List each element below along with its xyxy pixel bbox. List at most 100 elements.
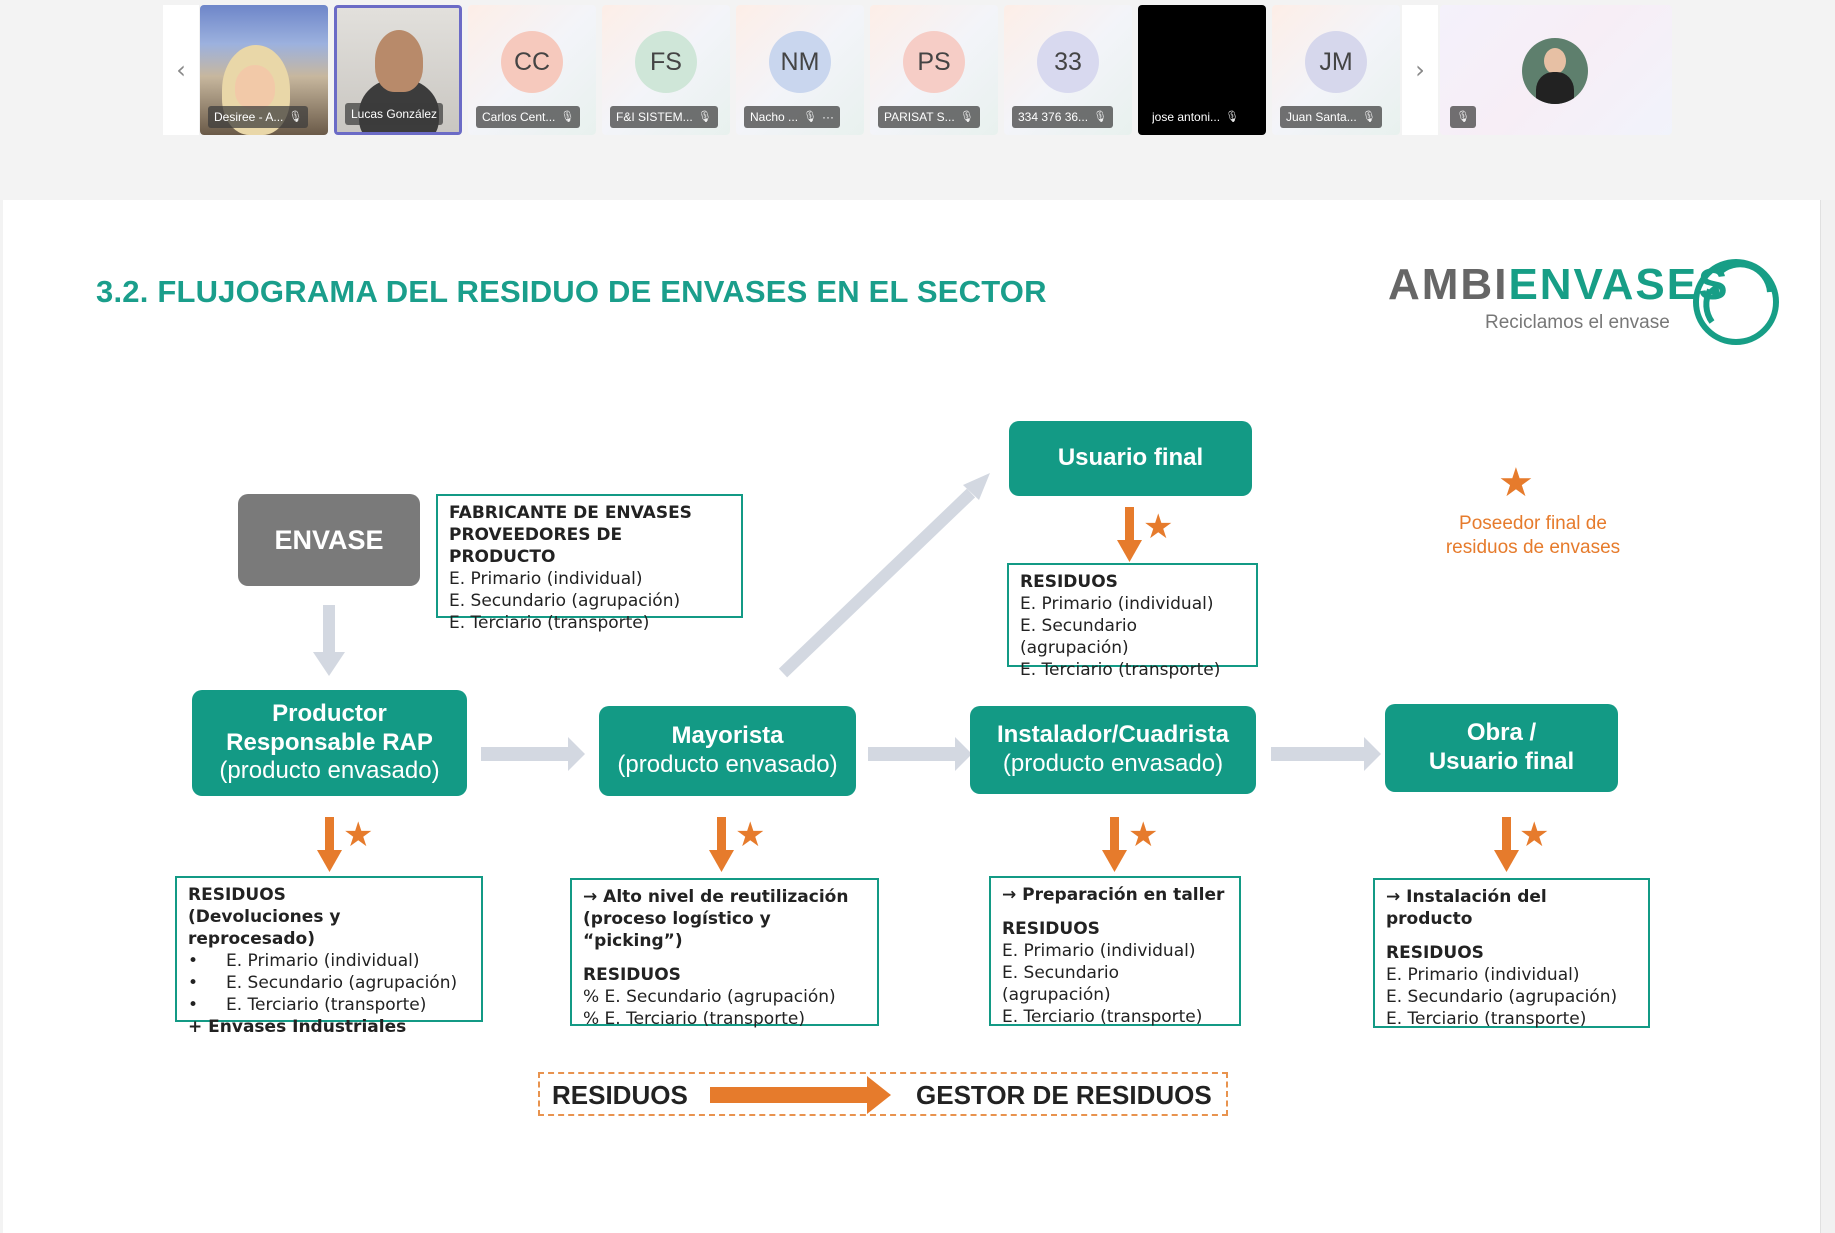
usuario-final-box: Usuario final: [1009, 421, 1252, 496]
avatar: NM: [769, 31, 831, 93]
mic-muted-icon: 🎙: [803, 111, 817, 123]
previous-participants-button[interactable]: ‹: [163, 5, 199, 135]
next-participants-button[interactable]: ›: [1402, 5, 1438, 135]
avatar-face: [1544, 48, 1566, 74]
participant-name: Desiree - A...: [214, 110, 284, 124]
usuario-final-residuos-box: RESIDUOS E. Primario (individual) E. Sec…: [1007, 563, 1258, 680]
participant-tile[interactable]: NM Nacho ... 🎙 ···: [736, 5, 864, 135]
participant-name-chip: Desiree - A... 🎙: [208, 106, 309, 128]
chevron-right-icon: ›: [1415, 56, 1425, 84]
obra-line2: Usuario final: [1428, 748, 1575, 775]
ambienvases-logo: AMBIENVASES: [1388, 260, 1729, 310]
note-line1: → Preparación en taller: [1002, 885, 1225, 905]
mayorista-box: Mayorista (producto envasado): [599, 706, 856, 796]
residuos-item: E. Terciario (transporte): [1020, 660, 1221, 680]
legend-star-icon: ★: [1498, 460, 1534, 506]
obra-line1: Obra /: [1466, 719, 1537, 747]
residuos-item: E. Primario (individual): [1386, 965, 1580, 985]
arrow-mayorista-to-usuario-final: [778, 473, 990, 678]
arrow-envase-to-productor: [313, 605, 345, 676]
flow-arrows: [313, 473, 1519, 1114]
participant-tile-selected[interactable]: Lucas González: [334, 5, 462, 135]
orange-arrow-usuario-final: [1117, 507, 1142, 562]
self-mic-chip: 🎙: [1450, 106, 1476, 128]
residuos-label: RESIDUOS: [1002, 919, 1100, 939]
participant-name: Juan Santa...: [1286, 110, 1357, 124]
fabricante-line2: PROVEEDORES DE PRODUCTO: [449, 525, 623, 567]
participant-name: Lucas González: [351, 107, 438, 121]
mayorista-residuos-box: → Alto nivel de reutilización (proceso l…: [570, 878, 879, 1029]
participant-tile[interactable]: jose antoni... 🎙: [1138, 5, 1266, 135]
mic-muted-icon: 🎙: [288, 111, 303, 123]
residuos-label: RESIDUOS: [1020, 572, 1118, 592]
avatar: FS: [635, 31, 697, 93]
participant-name: Nacho ...: [750, 110, 799, 124]
instalador-residuos-box: → Preparación en taller RESIDUOS E. Prim…: [989, 876, 1241, 1027]
orange-arrow-instalador: [1102, 817, 1127, 872]
residuos-label: RESIDUOS: [583, 965, 681, 985]
participant-name: F&I SISTEM...: [616, 110, 693, 124]
mic-muted-icon: 🎙: [959, 111, 974, 123]
usuario-final-title: Usuario final: [1057, 444, 1204, 472]
bullet: •: [188, 951, 199, 971]
participant-tile[interactable]: FS F&I SISTEM... 🎙: [602, 5, 730, 135]
star-icon: ★: [1143, 507, 1174, 547]
arrow-mayorista-to-instalador: [868, 737, 972, 771]
residuos-item: E. Primario (individual): [1020, 594, 1214, 614]
obra-box: Obra / Usuario final: [1385, 704, 1618, 792]
residuos-item: E. Primario (individual): [1002, 941, 1196, 961]
instalador-line1: Instalador/Cuadrista: [996, 721, 1230, 749]
participant-name-chip: 334 376 36... 🎙: [1012, 106, 1114, 128]
avatar: 33: [1037, 31, 1099, 93]
avatar: PS: [903, 31, 965, 93]
note-line2: (proceso logístico y “picking”): [583, 909, 771, 951]
envase-box: ENVASE: [238, 494, 420, 586]
fabricante-item: E. Secundario (agrupación): [449, 591, 681, 611]
avatar: CC: [501, 31, 563, 93]
bottom-residuos-label: RESIDUOS: [552, 1080, 688, 1110]
mic-muted-icon: 🎙: [697, 111, 712, 123]
productor-box: Productor Responsable RAP (producto enva…: [192, 690, 467, 796]
avatar: [1522, 38, 1588, 104]
residuos-item: % E. Secundario (agrupación): [583, 987, 836, 1007]
vertical-scrollbar[interactable]: [1820, 200, 1835, 1233]
residuos-item: E. Secundario (agrupación): [226, 973, 458, 993]
residuos-extra: + Envases Industriales: [188, 1017, 407, 1037]
participant-name-chip: F&I SISTEM... 🎙: [610, 106, 718, 128]
mic-muted-icon: 🎙: [1225, 111, 1240, 123]
participant-tile[interactable]: CC Carlos Cent... 🎙: [468, 5, 596, 135]
participant-tile[interactable]: Desiree - A... 🎙: [200, 5, 328, 135]
star-icon: ★: [735, 815, 766, 855]
productor-line3: (producto envasado): [219, 757, 440, 785]
residuos-item: % E. Terciario (transporte): [583, 1009, 805, 1029]
participant-name-chip: jose antoni... 🎙: [1146, 106, 1245, 128]
mic-muted-icon: 🎙: [560, 111, 575, 123]
mayorista-line2: (producto envasado): [617, 751, 838, 778]
more-options-icon[interactable]: ···: [822, 110, 834, 124]
slide-title: 3.2. FLUJOGRAMA DEL RESIDUO DE ENVASES E…: [96, 274, 1047, 309]
logo-tagline: Reciclamos el envase: [1485, 312, 1670, 333]
participant-name-chip: Lucas González: [345, 103, 444, 125]
legend-line1: Poseedor final de: [1459, 513, 1607, 534]
shared-slide: 3.2. FLUJOGRAMA DEL RESIDUO DE ENVASES E…: [3, 200, 1835, 1233]
avatar: JM: [1305, 31, 1367, 93]
fabricante-line1: FABRICANTE DE ENVASES: [449, 503, 692, 523]
logo-part1: AMBI: [1388, 260, 1509, 309]
residuos-item: E. Terciario (transporte): [226, 995, 427, 1015]
star-icon: ★: [1519, 815, 1550, 855]
participant-tile[interactable]: 33 334 376 36... 🎙: [1004, 5, 1132, 135]
orange-arrow-productor: [317, 817, 342, 872]
obra-residuos-box: → Instalación del producto RESIDUOS E. P…: [1373, 878, 1650, 1029]
self-view-tile[interactable]: 🎙: [1440, 5, 1672, 135]
orange-arrow-residuos-to-gestor: [710, 1076, 891, 1114]
participant-tile[interactable]: PS PARISAT S... 🎙: [870, 5, 998, 135]
bullet-item: •E. Primario (individual): [188, 950, 470, 972]
participant-name-chip: Nacho ... 🎙 ···: [744, 106, 840, 128]
participant-name: Carlos Cent...: [482, 110, 556, 124]
mic-muted-icon: 🎙: [1456, 111, 1470, 123]
participant-video-face: [235, 65, 275, 109]
participant-tile[interactable]: JM Juan Santa... 🎙: [1272, 5, 1400, 135]
bullet-item: •E. Secundario (agrupación): [188, 972, 470, 994]
instalador-line2: (producto envasado): [1002, 750, 1224, 777]
participant-name-chip: PARISAT S... 🎙: [878, 106, 980, 128]
